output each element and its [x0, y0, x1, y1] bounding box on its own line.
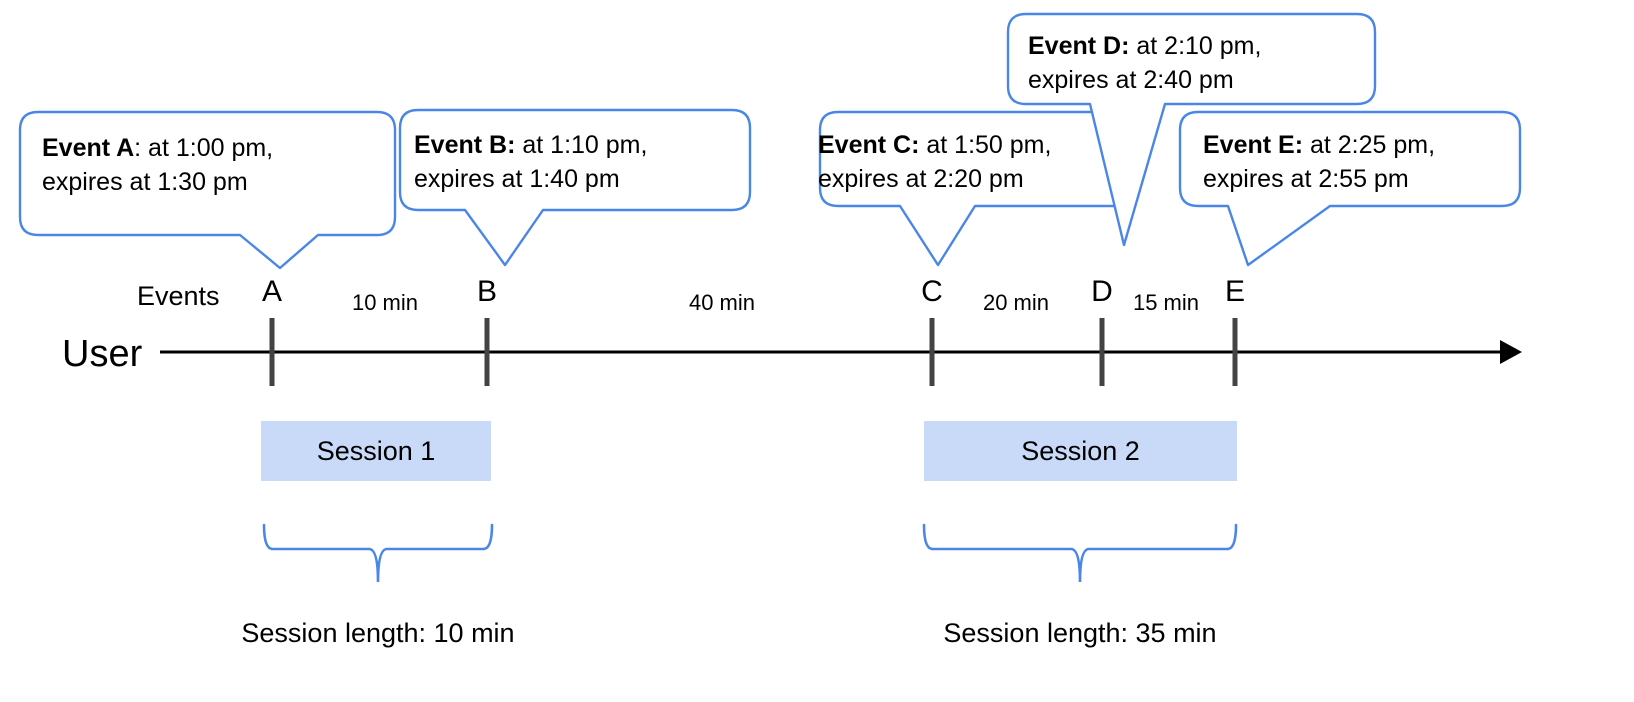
- callout-event-label-c: Event C: [818, 131, 912, 159]
- callout-line1-c: Event C: at 1:50 pm,: [818, 128, 1051, 162]
- callout-text-c: Event C: at 1:50 pm, expires at 2:20 pm: [818, 128, 1051, 196]
- callout-line1-rest-e: at 2:25 pm,: [1303, 131, 1436, 159]
- marker-label-c: C: [921, 275, 943, 308]
- callout-event-label-d: Event D: [1028, 32, 1122, 60]
- callout-line2-a: expires at 1:30 pm: [42, 168, 248, 196]
- marker-label-e: E: [1224, 275, 1245, 308]
- session-box-1[interactable]: Session 1: [261, 421, 491, 481]
- callout-separator-e: :: [1294, 131, 1304, 159]
- events-label: Events: [137, 281, 220, 311]
- callout-line2-e: expires at 2:55 pm: [1203, 165, 1409, 193]
- callout-line2-b: expires at 1:40 pm: [414, 165, 620, 193]
- callout-line1-rest-c: at 1:50 pm,: [919, 131, 1052, 159]
- callout-shape-d: [1006, 12, 1377, 247]
- callout-line1-rest-d: at 2:10 pm,: [1129, 32, 1262, 60]
- session-box-2[interactable]: Session 2: [924, 421, 1237, 481]
- callout-line1-d: Event D: at 2:10 pm,: [1028, 29, 1261, 63]
- marker-label-b: B: [476, 275, 497, 308]
- callout-line1-rest-a: at 1:00 pm,: [141, 134, 274, 162]
- callout-line1-b: Event B: at 1:10 pm,: [414, 128, 647, 162]
- session-box-1-label: Session 1: [316, 435, 436, 466]
- callout-text-e: Event E: at 2:25 pm, expires at 2:55 pm: [1203, 128, 1435, 196]
- callout-event-label-b: Event B: [414, 131, 508, 159]
- brace-session-2: [922, 523, 1238, 583]
- callout-separator-c: :: [911, 131, 920, 159]
- session-length-2: Session length: 35 min: [943, 618, 1217, 648]
- gap-label-d-e: 15 min: [1132, 290, 1200, 315]
- callout-shape-a: [18, 110, 397, 270]
- callout-event-label-a: Event A: [42, 134, 135, 162]
- gap-label-a-b: 10 min: [351, 290, 419, 315]
- callout-line1-rest-b: at 1:10 pm,: [515, 131, 648, 159]
- marker-label-a: A: [261, 275, 282, 308]
- callout-separator-b: :: [507, 131, 516, 159]
- callout-line1-a: Event A: at 1:00 pm,: [42, 131, 273, 165]
- callout-separator-d: :: [1121, 32, 1130, 60]
- timeline-ticks: [269, 318, 1238, 386]
- session-box-2-label: Session 2: [1021, 435, 1140, 466]
- callout-event-label-e: Event E: [1203, 131, 1295, 159]
- callout-shape-b: [398, 108, 752, 267]
- callout-text-d: Event D: at 2:10 pm, expires at 2:40 pm: [1028, 29, 1261, 97]
- session-length-1: Session length: 10 min: [241, 618, 515, 648]
- callout-line1-e: Event E: at 2:25 pm,: [1203, 128, 1435, 162]
- lane-label-user: User: [62, 333, 143, 375]
- callout-text-a: Event A: at 1:00 pm, expires at 1:30 pm: [42, 131, 273, 199]
- gap-label-b-c: 40 min: [688, 290, 756, 315]
- brace-session-1: [262, 523, 494, 583]
- callout-line2-c: expires at 2:20 pm: [818, 165, 1024, 193]
- timeline-axis: [160, 340, 1522, 364]
- gap-label-c-d: 20 min: [982, 290, 1050, 315]
- marker-label-d: D: [1091, 275, 1113, 308]
- callout-shape-e: [1178, 110, 1522, 267]
- callout-separator-a: :: [134, 134, 142, 162]
- callout-text-b: Event B: at 1:10 pm, expires at 1:40 pm: [414, 128, 647, 196]
- callout-line2-d: expires at 2:40 pm: [1028, 66, 1234, 94]
